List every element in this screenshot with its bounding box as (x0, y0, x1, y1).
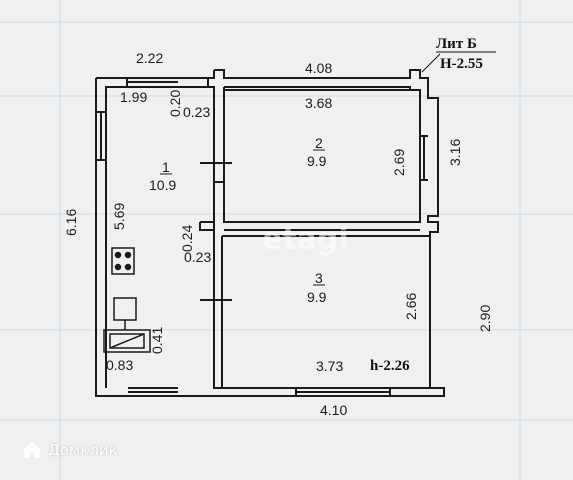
dim-bottom-width: 4.10 (320, 402, 347, 418)
dim-room3-inner-width: 3.73 (316, 358, 343, 374)
dim-partition-offset: 0.23 (184, 249, 211, 265)
dim-room1-top-segment: 1.99 (120, 89, 147, 105)
room1-number: 1 (162, 159, 170, 175)
dim-wall-thickness-top: 0.20 (167, 90, 183, 117)
watermark: Домклик (22, 440, 118, 460)
dim-room2-inner-height: 2.69 (391, 149, 407, 176)
watermark-brand: Домклик (48, 441, 118, 459)
watermark-faint: etagi (262, 222, 349, 257)
exterior-walls (95, 69, 445, 397)
dim-wall-thickness-room1: 0.23 (183, 104, 210, 120)
room3-number: 3 (315, 270, 323, 286)
room3-area: 9.9 (307, 289, 327, 305)
dim-room2-inner-width: 3.68 (305, 95, 332, 111)
height-label: H-2.55 (440, 56, 483, 72)
furnace-icon (103, 329, 151, 353)
dim-partition-thickness: 0.24 (179, 225, 195, 252)
stove-icon (111, 247, 135, 275)
dim-top-left-width: 2.22 (136, 50, 163, 66)
dim-right-bottom-height: 2.90 (477, 305, 493, 332)
dim-room1-inner-height: 5.69 (111, 203, 127, 230)
room1-area: 10.9 (149, 177, 176, 193)
appliance-icon (113, 297, 137, 330)
dim-stove-depth: 0.41 (149, 327, 165, 354)
lit-label: Лит Б (436, 36, 477, 52)
room3-height-label: h-2.26 (370, 358, 410, 374)
dim-top-right-width: 4.08 (305, 60, 332, 76)
dim-left-height: 6.16 (63, 209, 79, 236)
dim-stove-width: 0.83 (106, 357, 133, 373)
dim-right-top-height: 3.16 (447, 139, 463, 166)
room2-area: 9.9 (307, 153, 327, 169)
room2-number: 2 (315, 135, 323, 151)
home-logo-icon (24, 442, 40, 458)
dim-room3-inner-height: 2.66 (403, 293, 419, 320)
